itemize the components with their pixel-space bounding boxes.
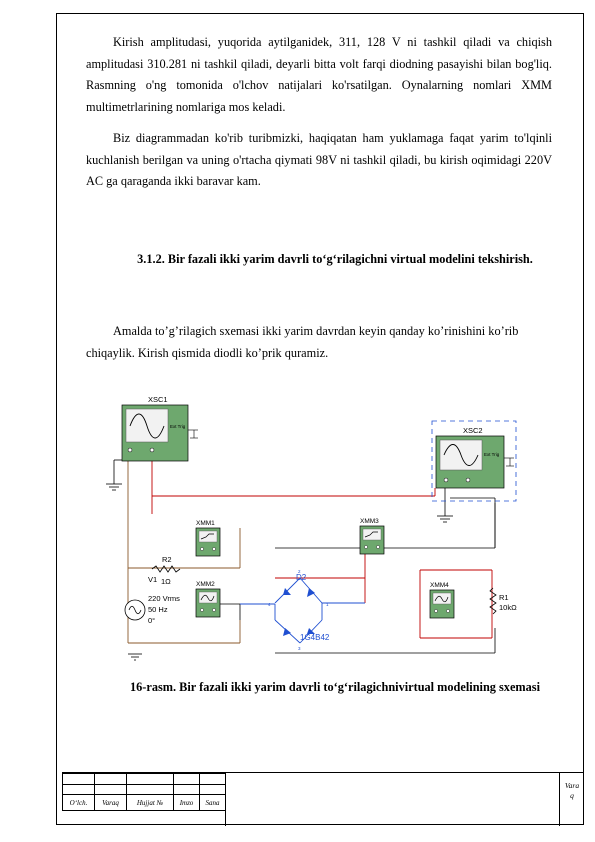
bridge-diodes: [283, 588, 315, 636]
oscilloscope-xsc1[interactable]: XSC1 Ext Trig: [121, 395, 198, 462]
title-block-main: [225, 773, 559, 826]
svg-text:4: 4: [268, 602, 271, 607]
multimeter-xmm3[interactable]: XMM3: [359, 518, 385, 555]
r1-label: R1: [499, 593, 509, 602]
v1-label: V1: [148, 575, 157, 584]
sheet-label-line1: Vara: [564, 781, 580, 790]
resistor-r2: R2 1Ω: [151, 555, 181, 586]
xsc2-ext-trig: Ext Trig: [484, 452, 500, 457]
stamp-label-imzo: Imzo: [173, 794, 200, 811]
multimeter-xmm4[interactable]: XMM4: [429, 582, 455, 619]
page-frame: [56, 13, 584, 825]
stamp-label-sana: Sana: [199, 794, 226, 811]
multimeter-xmm2[interactable]: XMM2: [195, 581, 221, 618]
ac-source-v1: V1 220 Vrms 50 Hz 0°: [124, 575, 180, 625]
paragraph-2: Biz diagrammadan ko'rib turibmizki, haqi…: [86, 131, 552, 188]
multimeter-xmm1[interactable]: XMM1: [195, 520, 221, 557]
oscilloscope-xsc2[interactable]: XSC2 Ext Trig: [431, 420, 517, 502]
svg-text:2: 2: [298, 569, 301, 574]
sheet-number-box: Vara q: [559, 773, 584, 826]
xmm3-label: XMM3: [360, 518, 379, 525]
r1-value: 10kΩ: [499, 603, 517, 612]
resistor-r1: R1 10kΩ: [489, 587, 517, 615]
xmm4-label: XMM4: [430, 582, 449, 589]
svg-text:3: 3: [298, 646, 301, 651]
figure-caption: 16-rasm. Bir fazali ikki yarim davrli to…: [130, 680, 540, 694]
stamp-label-varaq: Varaq: [94, 794, 127, 811]
v1-phase: 0°: [148, 616, 155, 625]
r2-value: 1Ω: [161, 577, 171, 586]
r2-label: R2: [162, 555, 172, 564]
xsc2-label: XSC2: [463, 426, 483, 435]
v1-vrms: 220 Vrms: [148, 594, 180, 603]
body-paragraph: Amalda to’g’rilagich sxemasi ikki yarim …: [86, 324, 519, 360]
v1-freq: 50 Hz: [148, 605, 168, 614]
title-block: O‘lch. Varaq Hujjat № Imzo Sana Vara q: [62, 772, 584, 826]
stamp-label-hujjat: Hujjat №: [126, 794, 174, 811]
stamp-label-olch: O‘lch.: [62, 794, 95, 811]
d2-model-label: 1G4B42: [300, 633, 330, 642]
xsc1-ext-trig: Ext Trig: [170, 424, 186, 429]
xsc1-label: XSC1: [148, 395, 168, 404]
svg-text:1: 1: [326, 602, 329, 607]
d2-label: D2: [296, 573, 307, 582]
xmm1-label: XMM1: [196, 520, 215, 527]
xmm2-label: XMM2: [196, 581, 215, 588]
section-heading: 3.1.2. Bir fazali ikki yarim davrli to‘g…: [137, 252, 533, 266]
paragraph-1: Kirish amplitudasi, yuqorida aytilganide…: [86, 35, 552, 114]
circuit-diagram: 2 4 1 3 D2 1G4B42 XSC1 Ext Trig XSC2 Ext…: [106, 395, 517, 661]
sheet-label-line2: q: [570, 791, 574, 800]
